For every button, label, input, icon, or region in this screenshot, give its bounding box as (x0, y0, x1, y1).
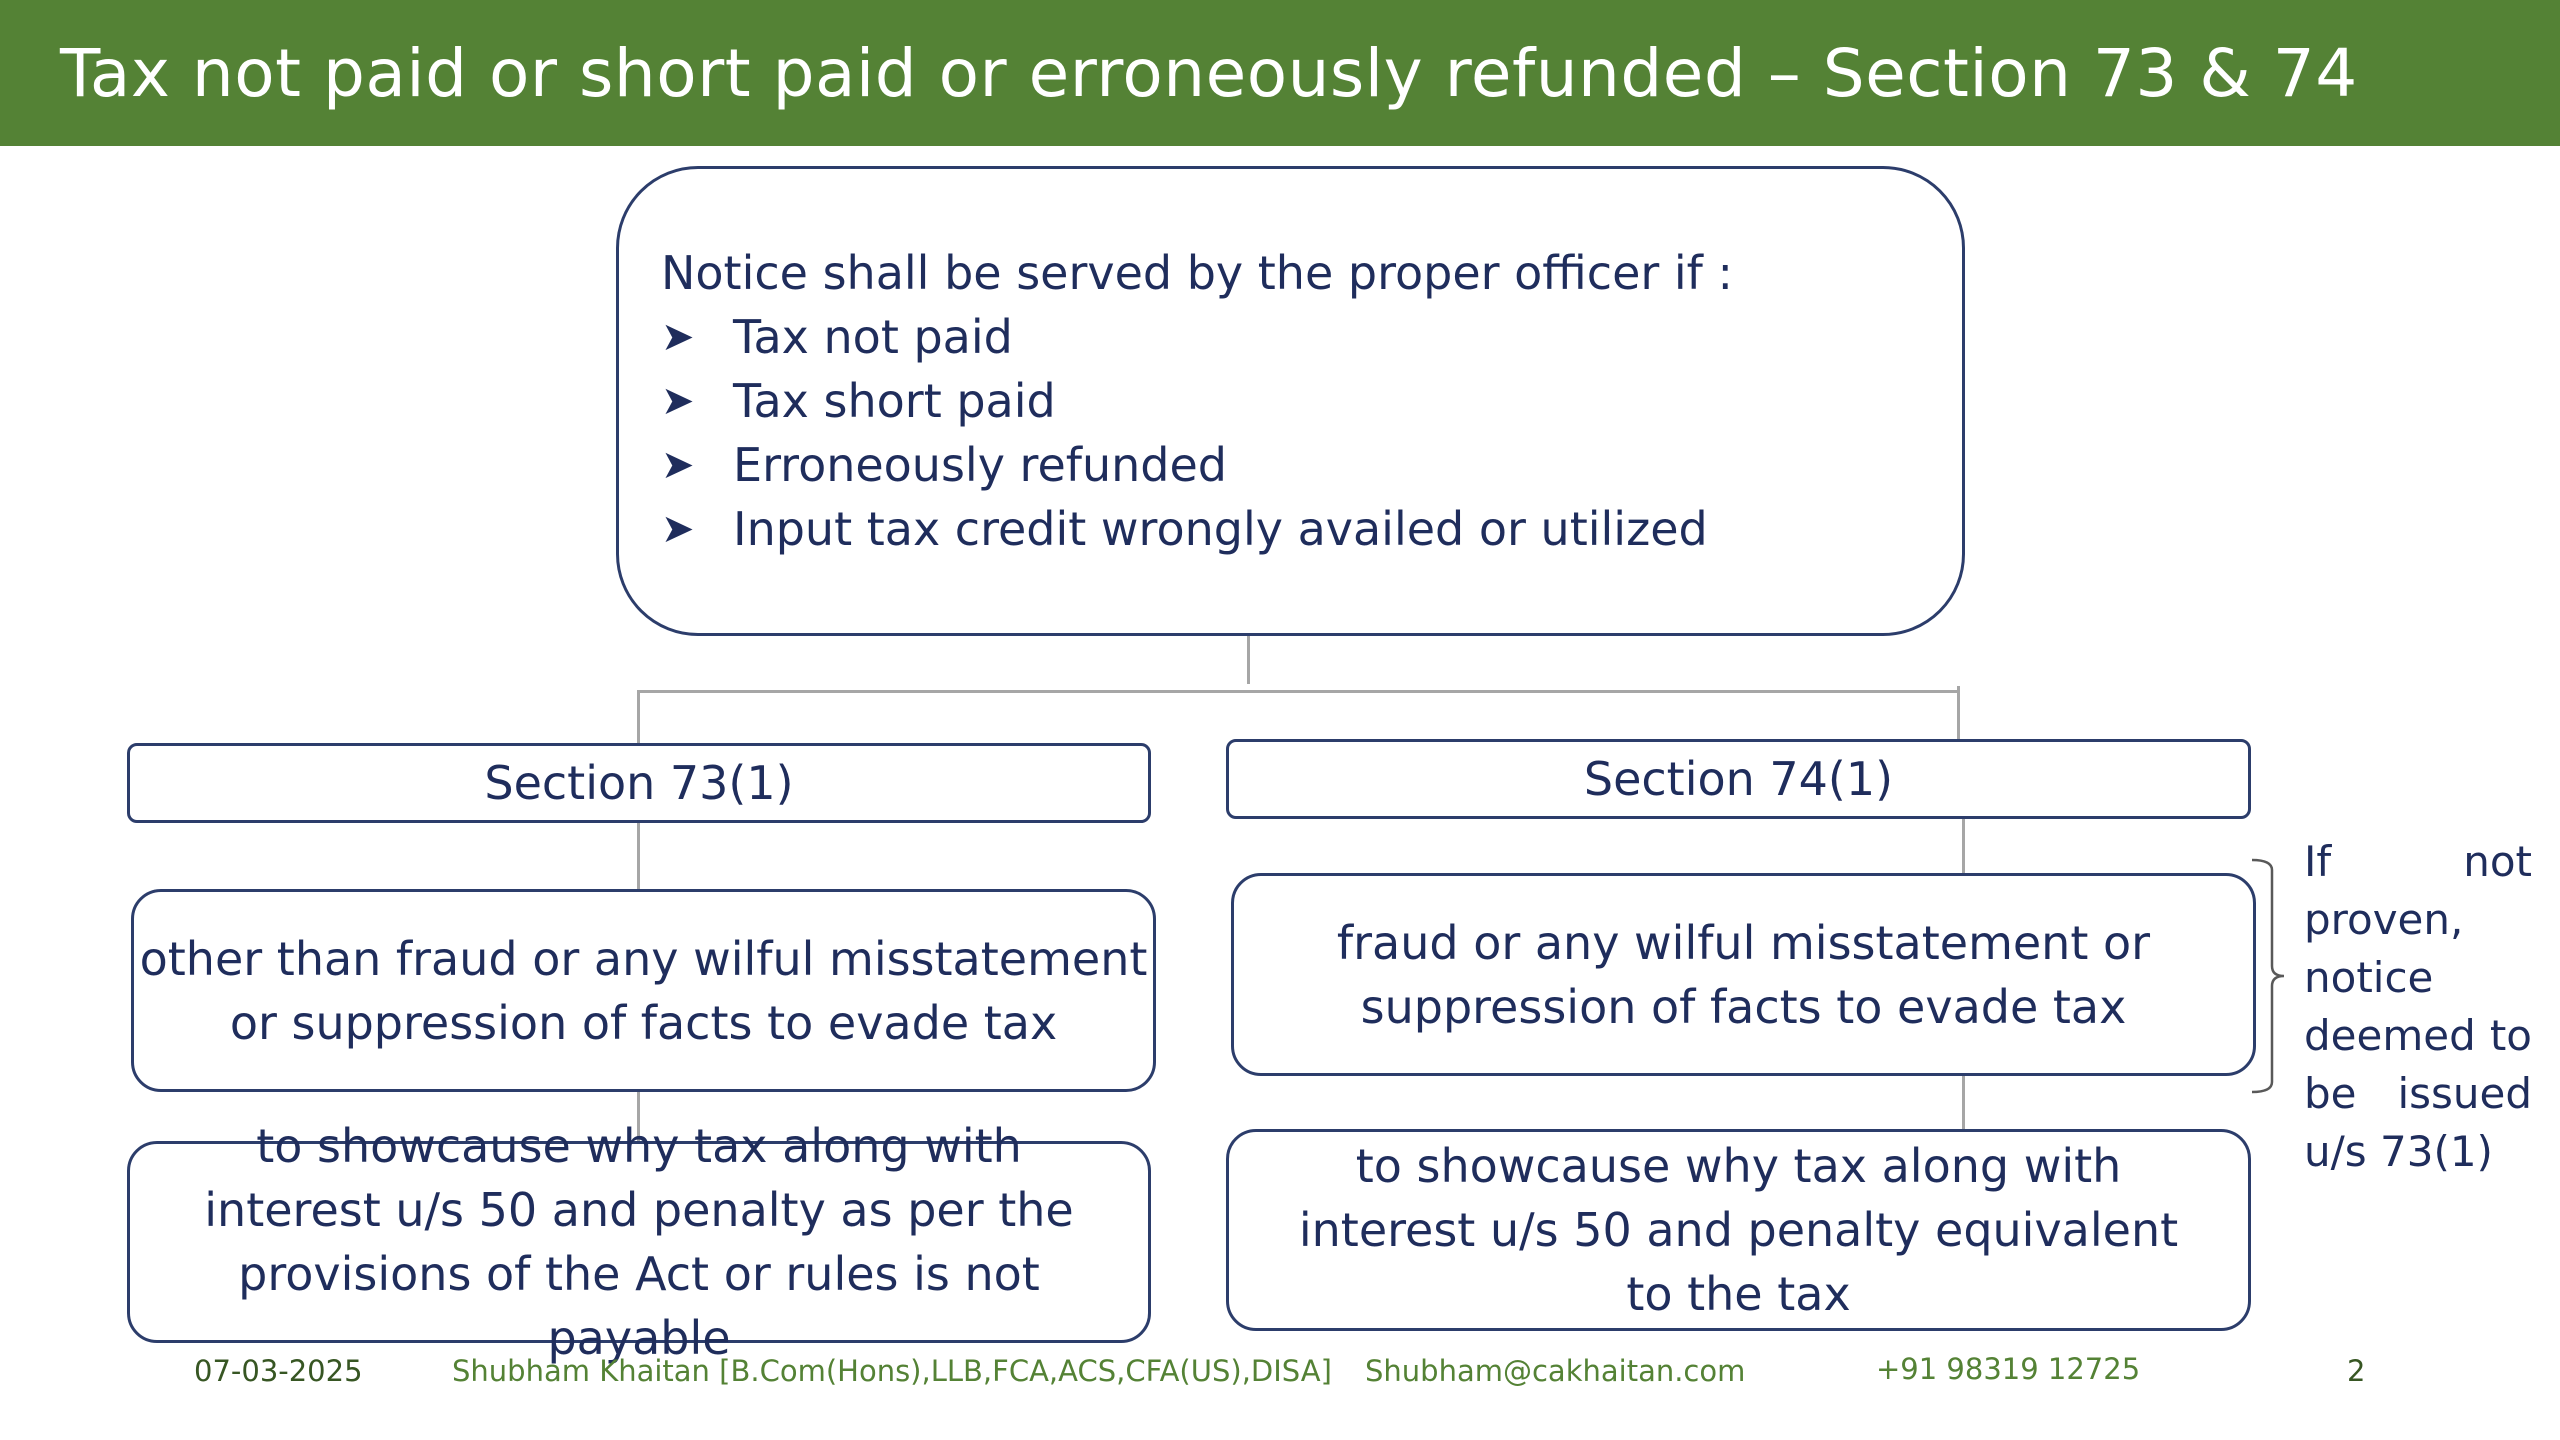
section-74-showcause-text: to showcause why tax along with interest… (1298, 1139, 2179, 1321)
section-74-header: Section 74(1) (1226, 739, 2251, 819)
footer-date: 07-03-2025 (194, 1354, 363, 1388)
side-note: If not proven, notice deemed to be issue… (2304, 837, 2532, 1176)
connector-sec73-cond (637, 823, 640, 889)
list-item: ➤ Tax short paid (661, 369, 1962, 433)
connector-cond73-show (637, 1092, 640, 1141)
section-74-condition-text: fraud or any wilful misstatement or supp… (1336, 915, 2151, 1034)
footer-author: Shubham Khaitan [B.Com(Hons),LLB,FCA,ACS… (452, 1354, 1332, 1388)
arrow-bullet-icon: ➤ (661, 314, 695, 360)
section-73-showcause-text: to showcause why tax along with interest… (204, 1119, 1074, 1365)
title-bar: Tax not paid or short paid or erroneousl… (0, 0, 2560, 146)
list-item-label: Tax short paid (733, 374, 1056, 428)
connector-cond74-show (1962, 1076, 1965, 1129)
list-item: ➤ Erroneously refunded (661, 433, 1962, 497)
side-note-bracket (2251, 858, 2285, 1094)
section-73-condition-text: other than fraud or any wilful misstatem… (139, 931, 1148, 1050)
list-item-label: Erroneously refunded (733, 438, 1227, 492)
connector-to-sec74 (1957, 686, 1960, 739)
list-item-label: Tax not paid (733, 310, 1013, 364)
connector-sec74-cond (1962, 819, 1965, 873)
connector-notice-down (1247, 636, 1250, 684)
arrow-bullet-icon: ➤ (661, 378, 695, 424)
section-74-showcause: to showcause why tax along with interest… (1226, 1129, 2251, 1331)
slide-title: Tax not paid or short paid or erroneousl… (60, 34, 2358, 112)
list-item: ➤ Tax not paid (661, 305, 1962, 369)
notice-box: Notice shall be served by the proper off… (616, 166, 1965, 636)
arrow-bullet-icon: ➤ (661, 442, 695, 488)
notice-list: ➤ Tax not paid ➤ Tax short paid ➤ Errone… (661, 305, 1962, 561)
footer-phone: +91 98319 12725 (1876, 1352, 2141, 1386)
section-74-condition: fraud or any wilful misstatement or supp… (1231, 873, 2256, 1076)
section-73-header: Section 73(1) (127, 743, 1151, 823)
arrow-bullet-icon: ➤ (661, 506, 695, 552)
notice-heading: Notice shall be served by the proper off… (661, 246, 1733, 300)
list-item-label: Input tax credit wrongly availed or util… (733, 502, 1708, 556)
footer-email: Shubham@cakhaitan.com (1365, 1354, 1746, 1388)
connector-horizontal (637, 690, 1960, 693)
page-number: 2 (2347, 1354, 2366, 1388)
section-73-condition: other than fraud or any wilful misstatem… (131, 889, 1156, 1092)
section-73-showcause: to showcause why tax along with interest… (127, 1119, 1151, 1365)
list-item: ➤ Input tax credit wrongly availed or ut… (661, 497, 1962, 561)
connector-to-sec73 (637, 692, 640, 743)
